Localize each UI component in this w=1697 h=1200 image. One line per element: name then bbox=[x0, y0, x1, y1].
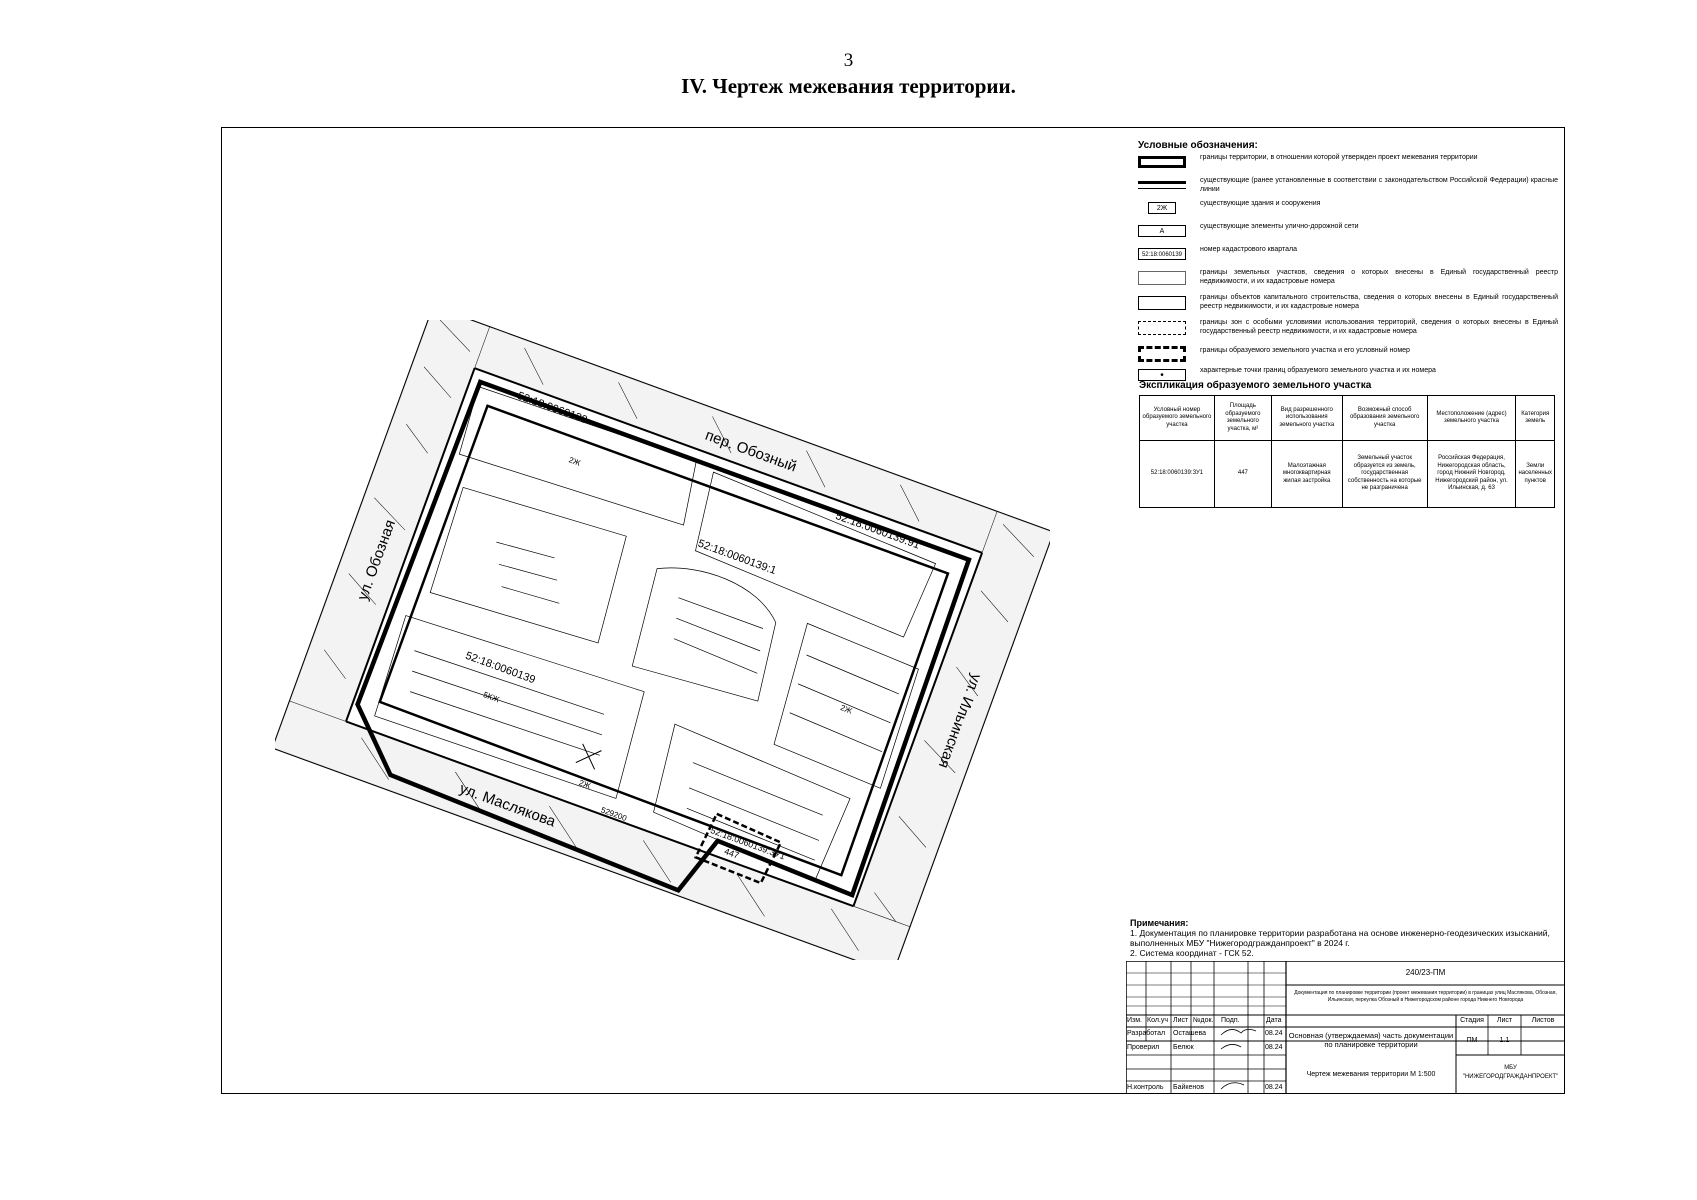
formed-parcel-boundary bbox=[693, 812, 783, 885]
note-line: 1. Документация по планировке территории… bbox=[1130, 928, 1550, 948]
building-label-4: 2Ж bbox=[578, 778, 593, 791]
stamp-drawing-title: Чертеж межевания территории М 1:500 bbox=[1306, 1071, 1436, 1078]
page-title: IV. Чертеж межевания территории. bbox=[681, 74, 1016, 98]
legend-symbol-cadastral-quarter: 52:18:0060139 bbox=[1138, 248, 1186, 260]
explication-cell: Малоэтажная многоквартирная жилая застро… bbox=[1270, 440, 1343, 508]
explication-cell: Земли населенных пунктов bbox=[1515, 440, 1555, 508]
legend-symbol-points: • bbox=[1138, 369, 1186, 381]
legend-item: • характерные точки границ образуемого з… bbox=[1138, 367, 1558, 389]
legend-symbol-territory-boundary bbox=[1138, 156, 1186, 168]
explication-cell: Российская Федерация, Нижегородская обла… bbox=[1426, 440, 1517, 508]
legend-symbol-special-zones bbox=[1138, 321, 1186, 335]
table-row: 52:18:0060139:ЗУ1 447 Малоэтажная многок… bbox=[1139, 440, 1555, 508]
legend-item: границы образуемого земельного участка и… bbox=[1138, 344, 1558, 366]
explication-table: Условный номер образуемого земельного уч… bbox=[1139, 395, 1555, 508]
stamp-header-list: Лист bbox=[1173, 1017, 1189, 1024]
title-block: 240/23-ПМ Документация по планировке тер… bbox=[1126, 961, 1565, 1094]
page-number: 3 bbox=[843, 50, 854, 71]
explication-title: Экспликация образуемого земельного участ… bbox=[1139, 380, 1372, 391]
stamp-project: Документация по планировке территории (п… bbox=[1294, 990, 1557, 1003]
stamp-role: Проверил bbox=[1127, 1044, 1160, 1051]
stamp-stage: ПМ bbox=[1466, 1037, 1478, 1044]
stamp-role: Н.контроль bbox=[1127, 1084, 1164, 1091]
explication-header: Местоположение (адрес) земельного участк… bbox=[1426, 395, 1517, 441]
stamp-name: Байкенов bbox=[1173, 1084, 1204, 1091]
building-label-1: 2Ж bbox=[568, 455, 583, 468]
stamp-name: Осташева bbox=[1173, 1030, 1207, 1037]
legend-symbol-red-line bbox=[1138, 181, 1186, 189]
explication-header: Площадь образуемого земельного участка, … bbox=[1213, 395, 1272, 441]
survey-map: пер. Обозный ул. Маслякова ул. Обозная у… bbox=[275, 320, 1050, 960]
stamp-sheet-label: Лист bbox=[1496, 1017, 1513, 1024]
legend-symbol-capital-objects bbox=[1138, 296, 1186, 310]
explication-header: Возможный способ образования земельного … bbox=[1341, 395, 1428, 441]
legend-symbol-formed-parcel bbox=[1138, 346, 1186, 362]
territory-boundary bbox=[355, 379, 972, 899]
legend-item: границы территории, в отношении которой … bbox=[1138, 154, 1558, 176]
stamp-org-1: МБУ bbox=[1504, 1065, 1517, 1071]
legend-item: существующие (ранее установленные в соот… bbox=[1138, 177, 1558, 199]
stamp-header-ndok: №док. bbox=[1193, 1017, 1214, 1024]
stamp-code: 240/23-ПМ bbox=[1405, 968, 1446, 977]
note-line: 2. Система координат - ГСК 52. bbox=[1130, 948, 1254, 958]
legend-item: границы земельных участков, сведения о к… bbox=[1138, 269, 1558, 293]
stamp-sheets-label: Листов bbox=[1531, 1017, 1555, 1024]
stamp-date: 08.24 bbox=[1265, 1030, 1283, 1037]
explication-header: Условный номер образуемого земельного уч… bbox=[1139, 395, 1215, 441]
stamp-org-2: "НИЖЕГОРОДГРАЖДАНПРОЕКТ" bbox=[1462, 1074, 1559, 1080]
legend-symbol-land-plots bbox=[1138, 271, 1186, 285]
legend: Условные обозначения: границы территории… bbox=[1138, 140, 1558, 390]
explication-cell: 447 bbox=[1213, 440, 1272, 508]
legend-symbol-road: А bbox=[1138, 225, 1186, 237]
building-label-3: 2Ж bbox=[839, 703, 854, 716]
stamp-header-data: Дата bbox=[1266, 1017, 1282, 1024]
stamp-header-podp: Подп. bbox=[1221, 1017, 1240, 1024]
stamp-stage-label: Стадия bbox=[1460, 1017, 1484, 1024]
drawing-sheet bbox=[221, 127, 1565, 1094]
stamp-date: 08.24 bbox=[1265, 1084, 1283, 1091]
legend-symbol-building: 2Ж bbox=[1148, 202, 1176, 214]
parcel-area-label: 447 bbox=[723, 846, 741, 861]
stamp-role: Разработал bbox=[1127, 1030, 1166, 1037]
explication-cell: Земельный участок образуется из земель, … bbox=[1341, 440, 1428, 508]
legend-item: границы объектов капитального строительс… bbox=[1138, 294, 1558, 318]
stamp-doc-title: Основная (утверждаемая) часть документац… bbox=[1288, 1031, 1454, 1049]
explication-cell: 52:18:0060139:ЗУ1 bbox=[1139, 440, 1215, 508]
stamp-sheet: 1.1 bbox=[1499, 1037, 1510, 1044]
legend-item: А существующие элементы улично-дорожной … bbox=[1138, 223, 1558, 245]
explication-header: Вид разрешенного использования земельног… bbox=[1270, 395, 1343, 441]
legend-item: 52:18:0060139 номер кадастрового квартал… bbox=[1138, 246, 1558, 268]
legend-item: границы зон с особыми условиями использо… bbox=[1138, 319, 1558, 343]
notes: Примечания: 1. Документация по планировк… bbox=[1130, 918, 1550, 958]
stamp-header-izm: Изм. bbox=[1127, 1017, 1142, 1024]
notes-title: Примечания: bbox=[1130, 918, 1189, 928]
stamp-name: Белюк bbox=[1173, 1044, 1194, 1051]
explication-header: Категория земель bbox=[1515, 395, 1555, 441]
legend-item: 2Ж существующие здания и сооружения bbox=[1138, 200, 1558, 222]
stamp-date: 08.24 bbox=[1265, 1044, 1283, 1051]
stamp-header-kol: Кол.уч bbox=[1147, 1017, 1168, 1024]
legend-title: Условные обозначения: bbox=[1138, 140, 1258, 151]
